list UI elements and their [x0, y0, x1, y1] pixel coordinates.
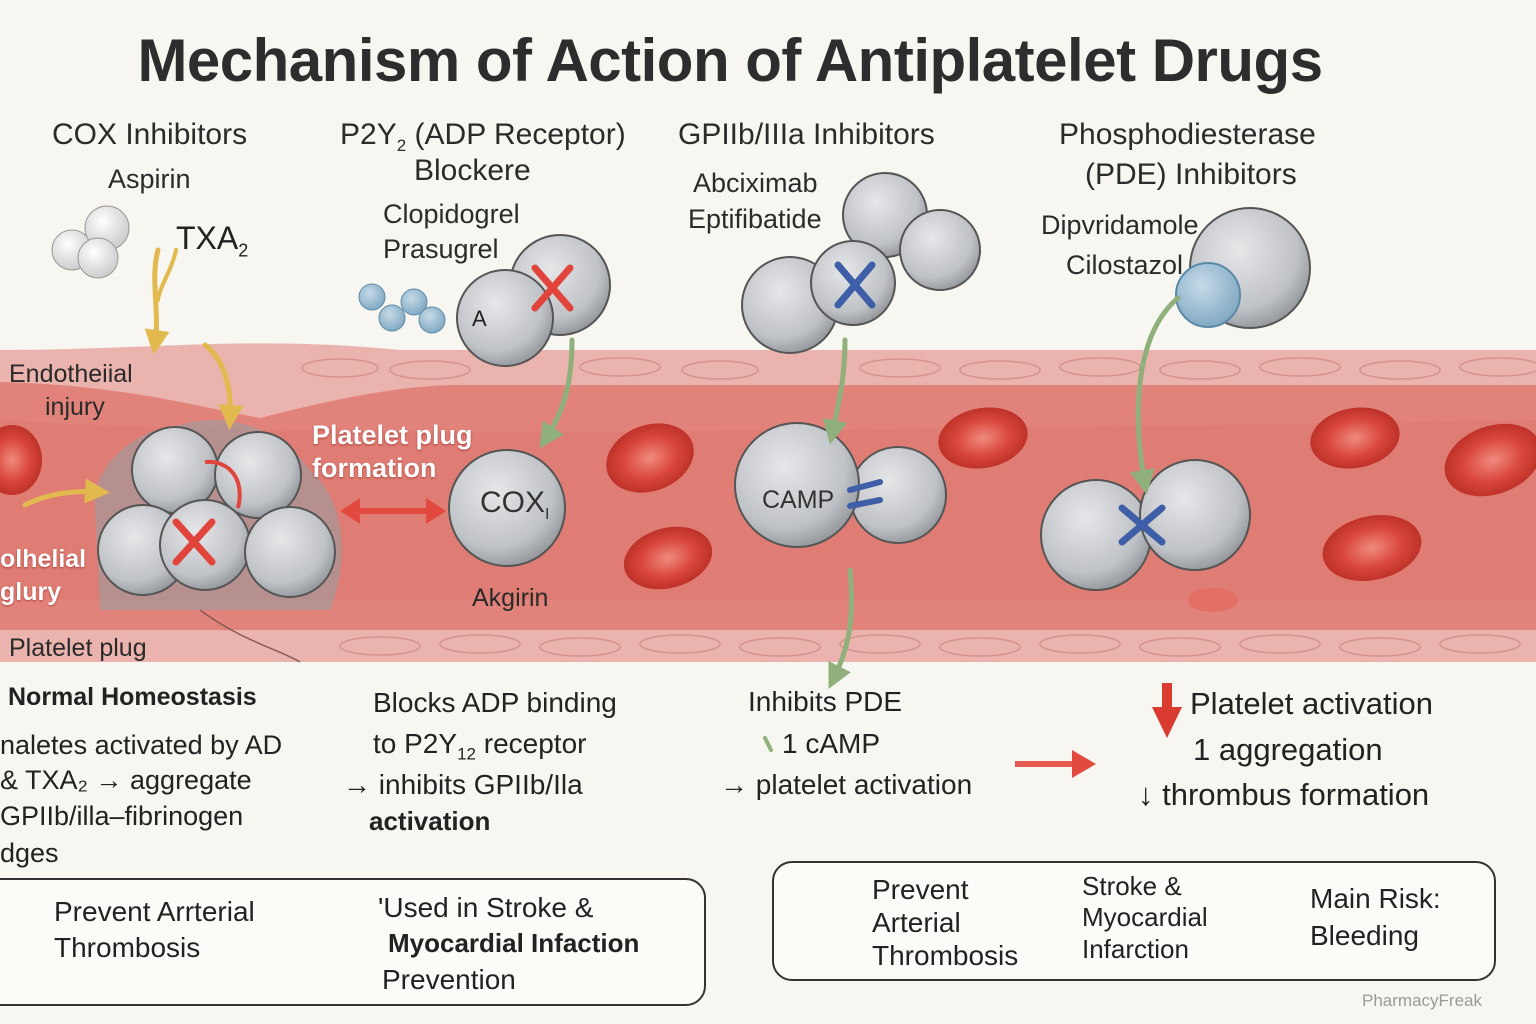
endothelial-injury-left-1: olhelial	[0, 545, 87, 573]
p2y-platelets	[456, 234, 611, 367]
homeostasis-line-3: GPIIb/illa–fibrinogen	[0, 801, 244, 831]
outcome-line-2: 1 aggregation	[1193, 732, 1383, 767]
cox-platelet	[448, 449, 566, 567]
homeostasis-title: Normal Homeostasis	[8, 683, 257, 711]
endothelial-injury-left-2: glury	[0, 578, 62, 606]
red-blood-cells	[0, 407, 1536, 612]
outcome-arrow	[1015, 750, 1096, 778]
p2y-header: P2Y2 (ADP Receptor)	[340, 118, 626, 155]
txa2-label: TXA2	[176, 220, 249, 261]
camp-platelets	[734, 422, 947, 548]
homeostasis-line-2: & TXA₂ → aggregate	[0, 765, 252, 795]
gp-inhibitors-header: GPIIb/IIIa Inhibitors	[678, 118, 935, 151]
panel-left-item2-line3: Prevention	[382, 964, 516, 995]
summary-panel-right	[772, 861, 1496, 981]
platelet-plug-label: Platelet plug	[9, 634, 147, 662]
panel-left-item2-line2: Myocardial Infaction	[388, 928, 640, 958]
panel-right-item3-line2: Bleeding	[1310, 920, 1419, 951]
panel-right-item2-line1: Stroke &	[1082, 871, 1182, 901]
pde-header-line2: (PDE) Inhibitors	[1085, 158, 1297, 191]
pde-platelets	[1040, 459, 1251, 591]
down-arrow-red	[1152, 683, 1182, 738]
panel-left-item2-line1: 'Used in Stroke &	[378, 892, 594, 923]
panel-right-item2-line2: Myocardial	[1082, 902, 1208, 932]
panel-left-item1-line1: Prevent Arrterial	[54, 896, 255, 927]
arrows	[22, 247, 1181, 752]
panel-right-item1-line1: Prevent	[872, 874, 969, 905]
outcome-line-3: ↓ thrombus formation	[1138, 777, 1430, 812]
panel-right-item1-line2: Arterial	[872, 907, 961, 938]
drug-prasugrel: Prasugrel	[383, 234, 499, 264]
panel-right-item2-line3: Infarction	[1082, 934, 1189, 964]
double-arrow	[340, 498, 446, 524]
pde-drug-platelets	[1175, 207, 1311, 329]
pde-note-line-2: 1 cAMP	[782, 728, 881, 759]
akgirin-label: Akgirin	[472, 584, 549, 612]
drug-abciximab: Abciximab	[693, 168, 818, 198]
drug-dipyridamole: Dipvridamole	[1041, 210, 1199, 240]
p2y-note-line-2: to P2Y12 receptor	[373, 728, 587, 764]
pde-note-line-3: → platelet activation	[720, 769, 973, 800]
outcome-line-1: Platelet activation	[1190, 686, 1433, 721]
panel-right-item1-line3: Thrombosis	[872, 940, 1019, 971]
pde-header-line1: Phosphodiesterase	[1059, 118, 1316, 151]
drug-clopidogrel: Clopidogrel	[383, 199, 520, 229]
p2y-note-line-3: → inhibits GPIIb/Ila	[343, 769, 583, 800]
cox-label: COXI	[480, 486, 550, 523]
pde-note-line-1: Inhibits PDE	[748, 686, 903, 717]
camp-label: CAMP	[762, 486, 835, 514]
panel-left-item1-line2: Thrombosis	[54, 932, 201, 963]
endothelial-injury-top-1: Endotheiial	[9, 360, 133, 388]
cox-inhibitors-header: COX Inhibitors	[52, 118, 248, 151]
p2y-note-line-4: activation	[369, 806, 491, 836]
p2y-header-line2: Blockere	[414, 154, 531, 187]
platelet-plug-formation-2: formation	[312, 453, 437, 483]
watermark: PharmacyFreak	[1362, 991, 1482, 1010]
drug-eptifibatide: Eptifibatide	[688, 204, 822, 234]
homeostasis-line-1: naletes activated by AD	[0, 730, 283, 760]
drug-aspirin: Aspirin	[108, 164, 191, 194]
page-title: Mechanism of Action of Antiplatelet Drug…	[137, 27, 1323, 94]
panel-right-item3-line1: Main Risk:	[1310, 883, 1441, 914]
clopidogrel-molecule	[358, 283, 446, 334]
gp-platelets	[741, 172, 981, 354]
homeostasis-line-4: dges	[0, 838, 59, 868]
drug-cilostazol: Cilostazol	[1066, 250, 1184, 280]
aspirin-molecule	[51, 205, 130, 279]
molecule-label-a: A	[472, 306, 487, 331]
platelet-clot	[94, 420, 342, 610]
endothelial-injury-top-2: injury	[45, 393, 105, 421]
summary-panel-left	[0, 878, 706, 1006]
platelet-plug-formation-1: Platelet plug	[312, 420, 473, 450]
p2y-note-line-1: Blocks ADP binding	[373, 687, 617, 718]
